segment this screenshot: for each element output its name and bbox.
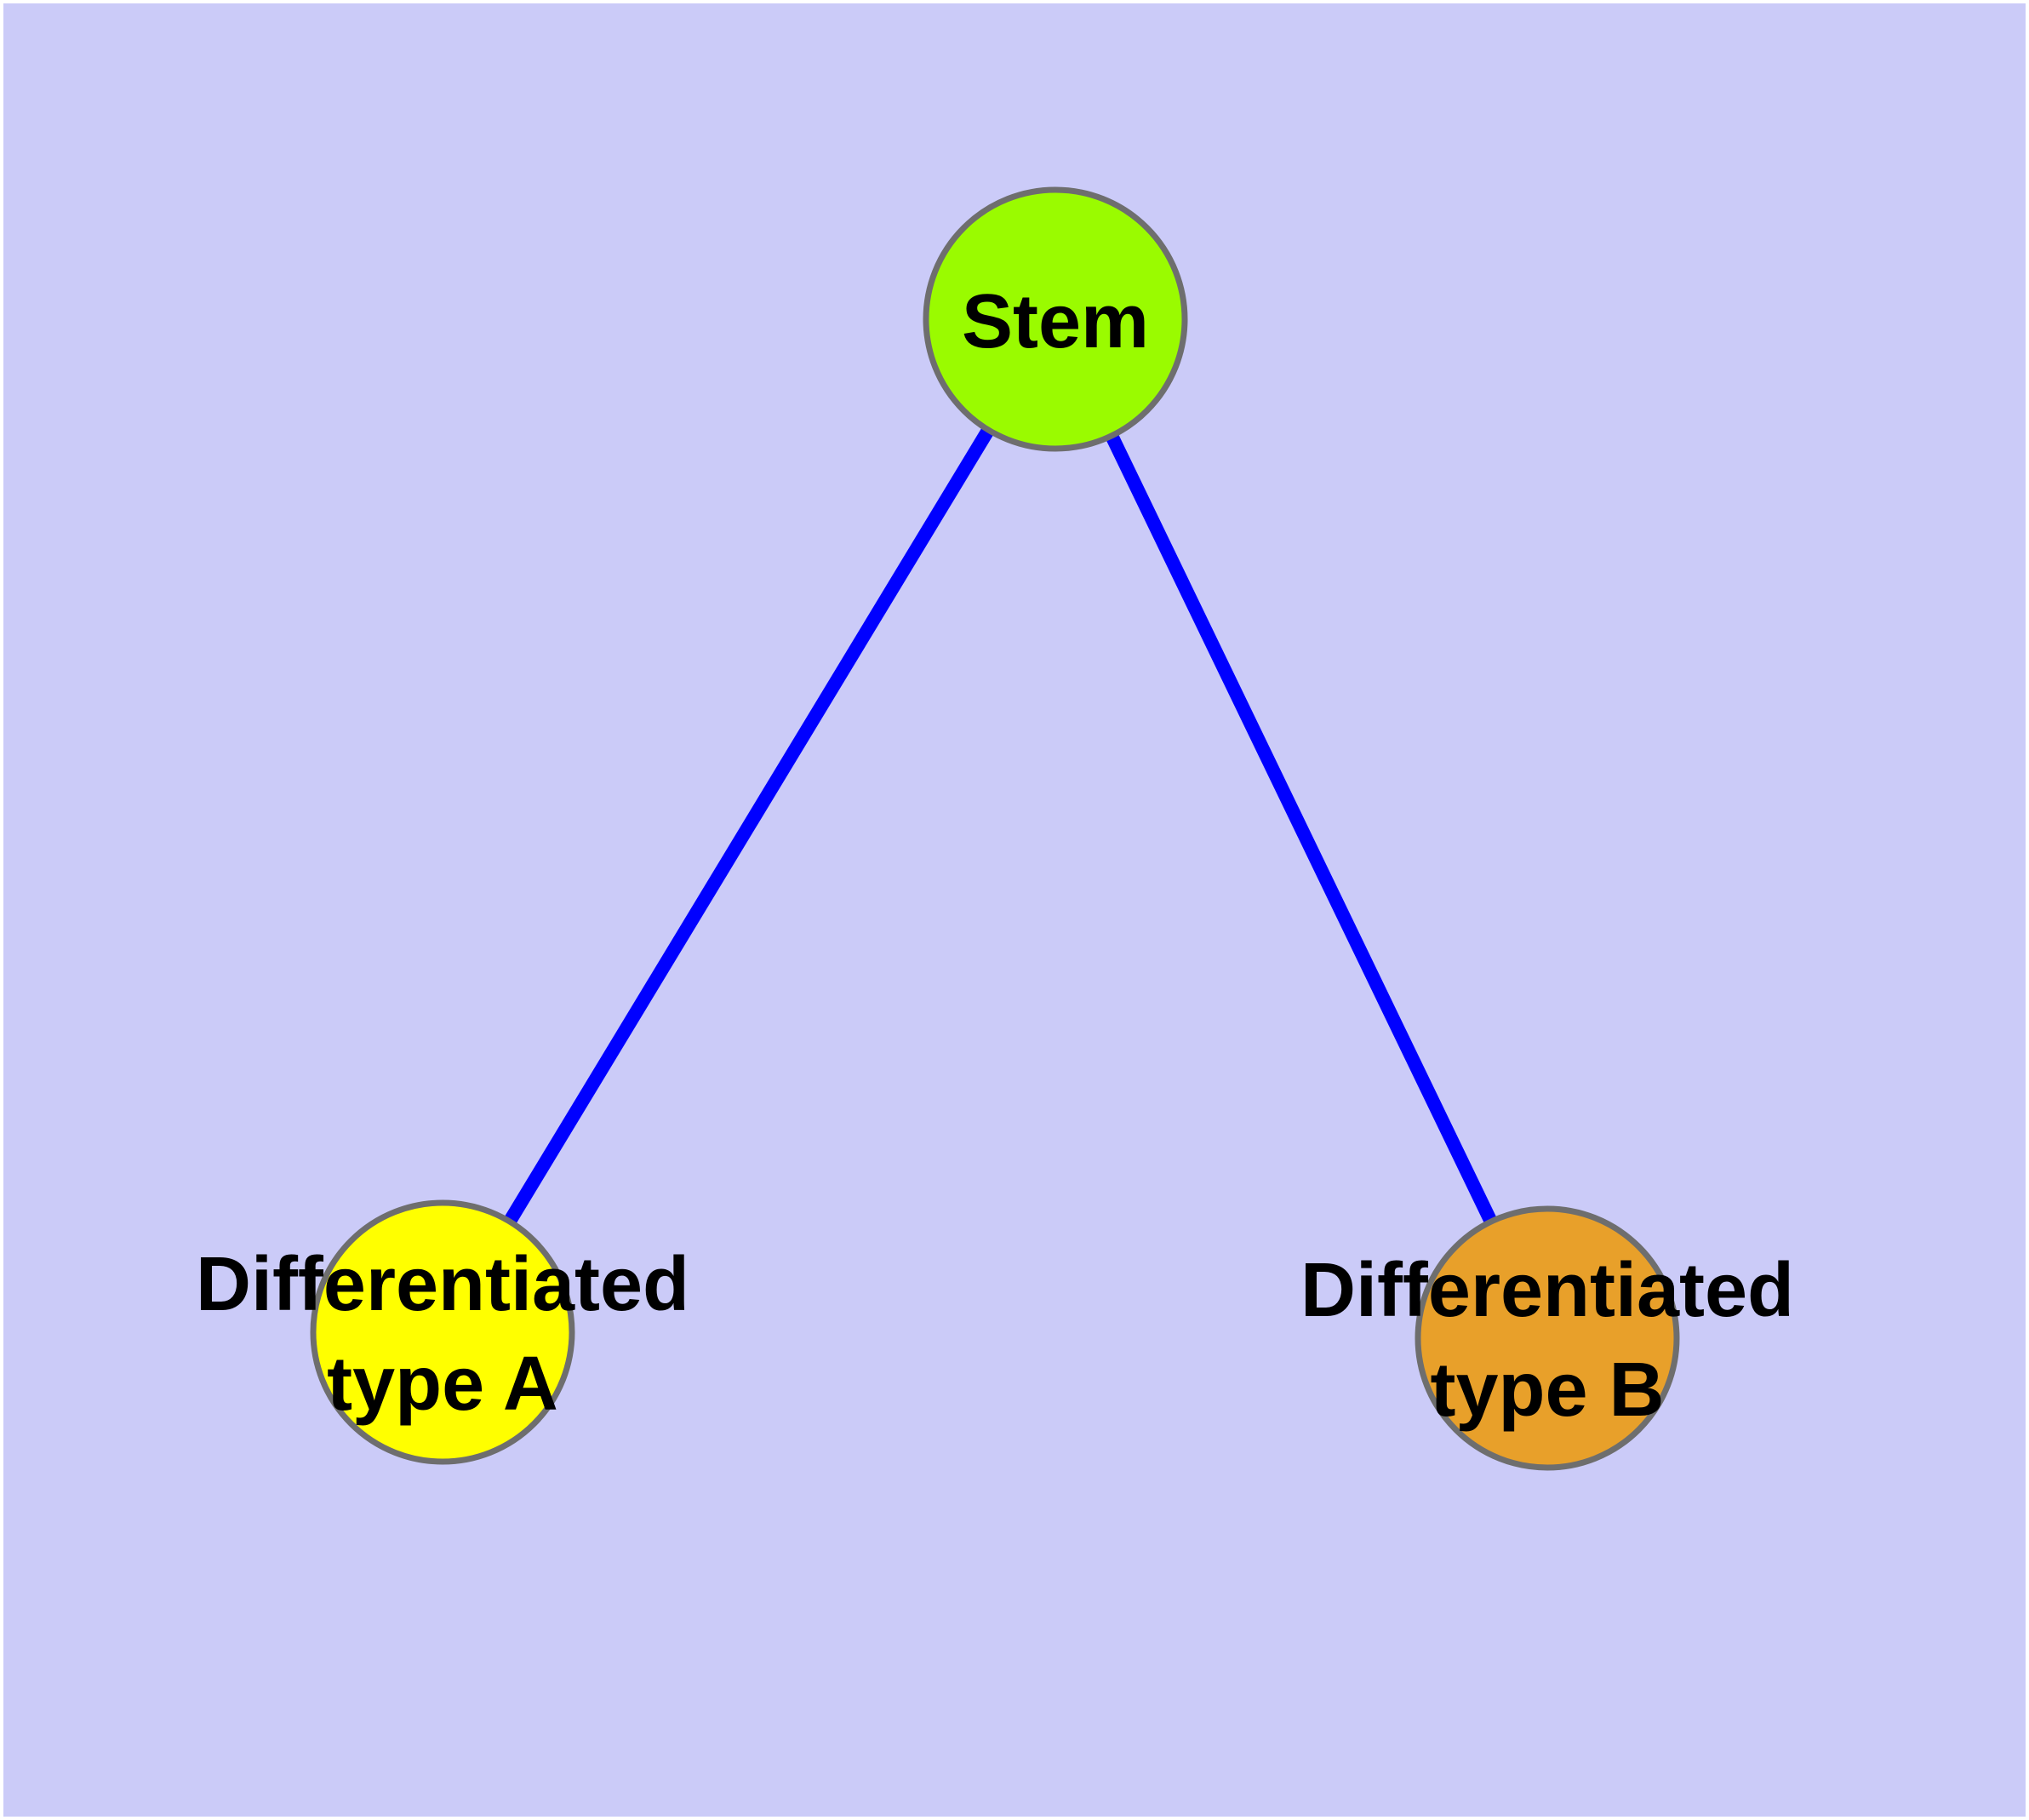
node-label-line: Stem (962, 279, 1149, 364)
node-label-diff-type-a: Differentiated type A (196, 1242, 689, 1427)
node-label-line: type A (327, 1342, 558, 1427)
edges-layer (437, 315, 1554, 1342)
node-label-line: Differentiated (196, 1242, 689, 1327)
node-diff-type-b (1415, 1205, 1680, 1471)
node-label-line: Differentiated (1300, 1248, 1794, 1333)
node-stem (923, 186, 1188, 452)
node-label-diff-type-b: Differentiated type B (1300, 1248, 1794, 1433)
node-label-line: type B (1430, 1348, 1664, 1433)
node-diff-type-a (310, 1199, 575, 1465)
node-label-stem: Stem (962, 279, 1149, 364)
nodes-layer (310, 186, 1680, 1471)
edge-stem-to-diff-type-a (437, 315, 1061, 1336)
edge-stem-to-diff-type-b (1049, 316, 1554, 1342)
